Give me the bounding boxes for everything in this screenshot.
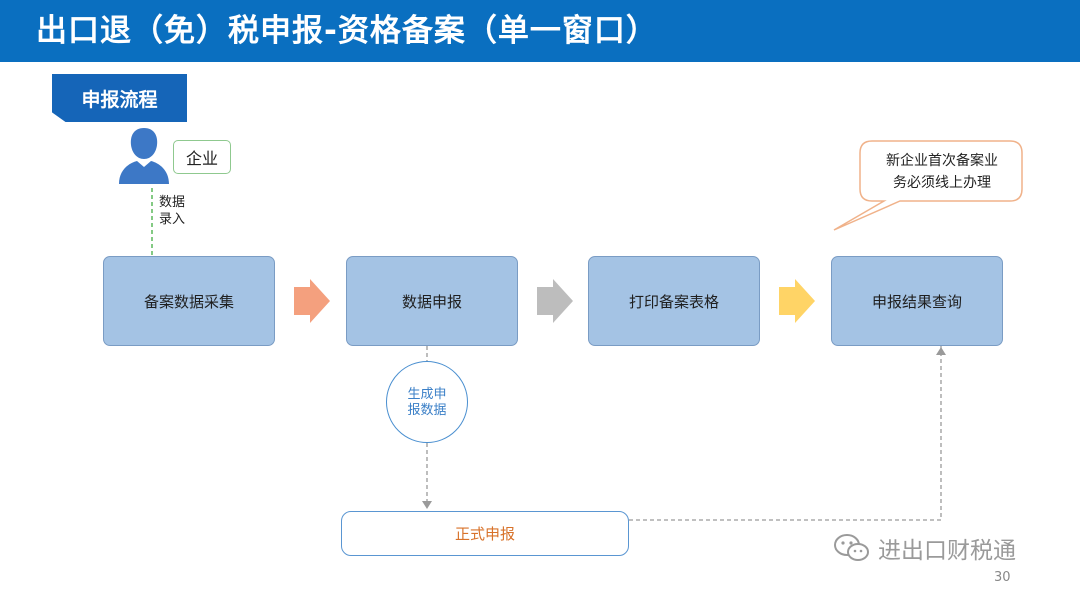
title-bar: 出口退（免）税申报-资格备案（单一窗口） (0, 0, 1080, 62)
step-result-query: 申报结果查询 (831, 256, 1003, 346)
flow-arrow-1 (294, 279, 330, 323)
arrowhead-to-query (936, 347, 946, 355)
page-title: 出口退（免）税申报-资格备案（单一窗口） (36, 13, 658, 49)
step-print-forms: 打印备案表格 (588, 256, 760, 346)
data-entry-label: 数据 录入 (159, 195, 186, 227)
person-icon (119, 128, 169, 184)
callout-bubble (833, 140, 1023, 231)
flow-arrow-2 (537, 279, 573, 323)
generate-data-label: 生成申 报数据 (407, 387, 447, 418)
wechat-icon (834, 534, 869, 561)
arrowhead-to-final (422, 501, 432, 509)
generate-data-node (386, 361, 468, 443)
callout-text: 新企业首次备案业 务必须线上办理 (886, 153, 998, 191)
step-data-collection: 备案数据采集 (103, 256, 275, 346)
watermark: 进出口财税通 (832, 530, 1016, 566)
company-label: 企业 (173, 140, 231, 174)
section-tag: 申报流程 (52, 74, 187, 122)
formal-declaration-node: 正式申报 (341, 511, 629, 556)
flow-arrow-3 (779, 279, 815, 323)
step-data-declaration: 数据申报 (346, 256, 518, 346)
connector-final-to-query (629, 346, 942, 521)
page-number: 30 (994, 570, 1011, 585)
watermark-text: 进出口财税通 (878, 538, 1016, 564)
